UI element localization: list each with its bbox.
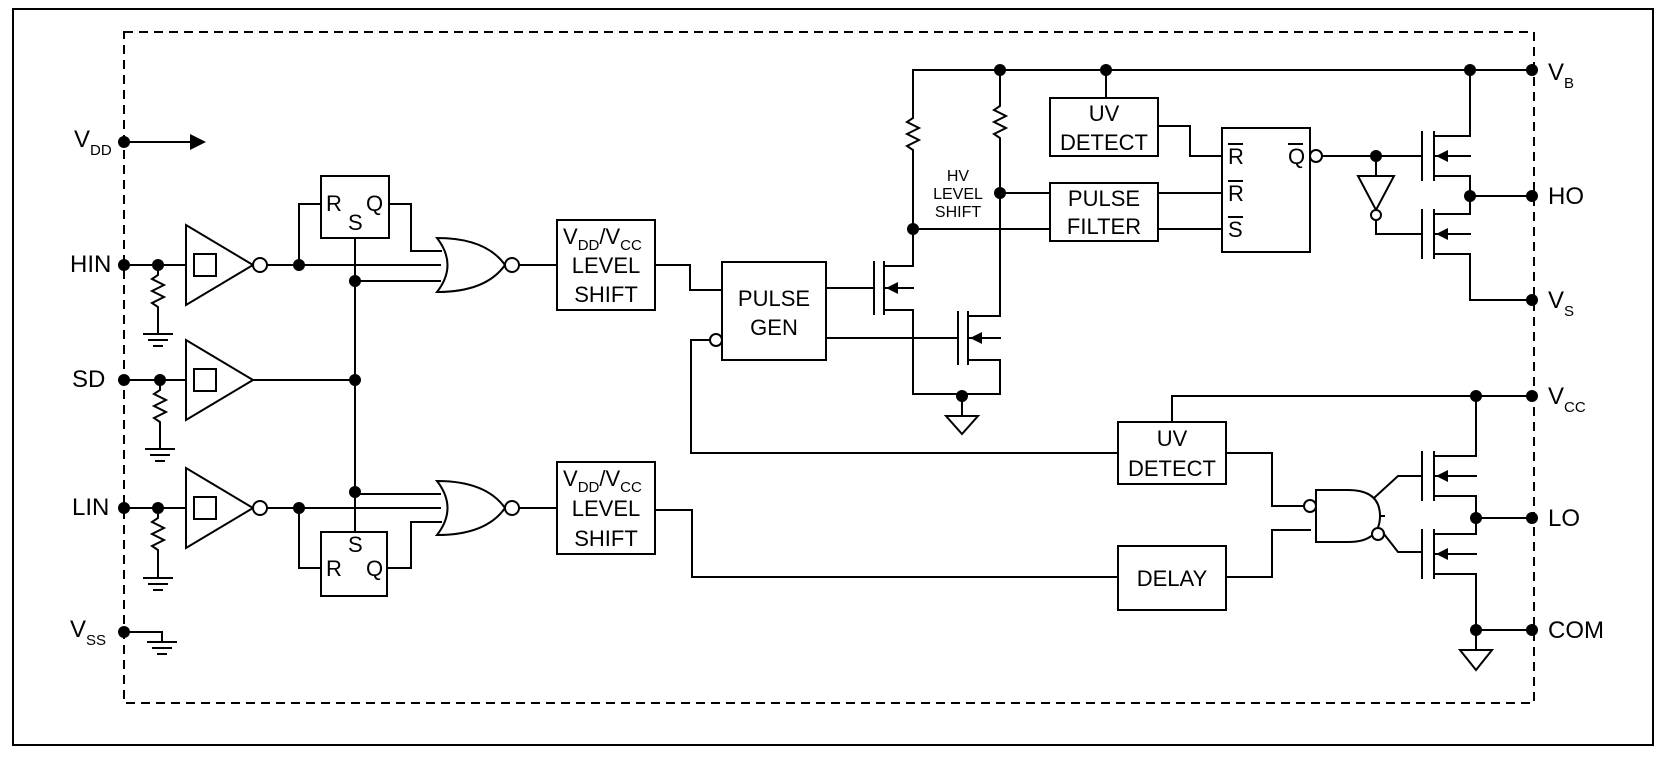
high-side-wires (266, 203, 442, 498)
vdd-pin-label: V (74, 126, 90, 153)
ls-bottom-line3: SHIFT (574, 526, 638, 551)
svg-text:VDD/VCC: VDD/VCC (563, 224, 642, 254)
ls-top-line2: LEVEL (572, 253, 641, 278)
vs-pin-subscript: S (1564, 303, 1574, 320)
uv-top-line2: DETECT (1060, 130, 1148, 155)
pulse-filter-line2: FILTER (1067, 214, 1141, 239)
com-pin-label: COM (1548, 617, 1604, 644)
right-pins: VB HO VS VCC LO COM (1526, 59, 1604, 644)
vss-pin-label: V (70, 616, 86, 643)
uv-detect-top: UV DETECT (1049, 64, 1223, 157)
chip-boundary (123, 31, 1535, 704)
svg-text:VCC: VCC (1548, 383, 1586, 416)
uv-bottom-line2: DETECT (1128, 456, 1216, 481)
ho-pin-label: HO (1548, 183, 1584, 210)
rs-bottom-s: S (348, 532, 363, 557)
nor-gate-bottom (434, 479, 558, 537)
ls-bottom-s1: DD (578, 479, 600, 496)
lo-pin-label: LO (1548, 505, 1580, 532)
sd-channel: SD (72, 338, 356, 462)
rs-bottom-r: R (326, 556, 342, 581)
latch-s: S (1228, 217, 1243, 242)
ls-top-slash: /V (599, 224, 620, 249)
pulse-filter-line1: PULSE (1068, 186, 1140, 211)
hv-ls-line1: HV (947, 168, 970, 185)
vcc-pin-subscript: CC (1564, 399, 1586, 416)
level-shift-top: VDD/VCC LEVEL SHIFT (556, 219, 723, 311)
vss-pin: VSS (70, 616, 177, 655)
figure-border (12, 8, 1654, 746)
ls-top-line3: SHIFT (574, 282, 638, 307)
vs-pin-label: V (1548, 287, 1564, 314)
pulse-gen-line1: PULSE (738, 286, 810, 311)
pulse-filter: PULSE FILTER (1049, 182, 1223, 242)
vdd-pin-subscript: DD (90, 142, 112, 159)
ls-top-v1: V (563, 224, 578, 249)
nor-gate-top (434, 236, 558, 294)
hin-channel: HIN (70, 223, 268, 347)
hin-pin-label: HIN (70, 251, 111, 278)
vdd-pin: VDD (74, 126, 206, 159)
lin-channel: LIN (72, 466, 268, 591)
svg-text:VDD/VCC: VDD/VCC (563, 466, 642, 496)
vss-pin-subscript: SS (86, 632, 106, 649)
hv-ls-line2: LEVEL (933, 186, 983, 203)
svg-text:VB: VB (1548, 59, 1574, 92)
ls-top-s1: DD (578, 237, 600, 254)
rs-latch-bottom: S R Q (320, 531, 388, 597)
ls-bottom-slash: /V (599, 466, 620, 491)
rs-top-q: Q (366, 191, 383, 216)
delay-block: DELAY (1117, 529, 1311, 611)
uv-detect-bottom: UV DETECT (1117, 395, 1533, 507)
vb-pin-subscript: B (1564, 75, 1574, 92)
rs-latch-top: R S Q (320, 175, 390, 239)
rs-top-s: S (348, 210, 363, 235)
svg-text:VS: VS (1548, 287, 1574, 320)
pulse-gen-block: PULSE GEN (690, 261, 1119, 454)
high-side-output-stage (1356, 64, 1533, 301)
vcc-pin-label: V (1548, 383, 1564, 410)
ls-bottom-s2: CC (620, 479, 642, 496)
vb-pin-label: V (1548, 59, 1564, 86)
svg-text:VDD: VDD (74, 126, 112, 159)
ls-top-s2: CC (620, 237, 642, 254)
latch-q: Q (1288, 144, 1305, 169)
output-latch: R R S Q (1221, 127, 1423, 253)
low-side-wires (266, 493, 442, 569)
pulse-gen-line2: GEN (750, 315, 798, 340)
delay-label: DELAY (1137, 566, 1208, 591)
level-shift-bottom: VDD/VCC LEVEL SHIFT (556, 461, 1119, 578)
ls-bottom-line2: LEVEL (572, 496, 641, 521)
svg-text:VSS: VSS (70, 616, 106, 649)
lin-pin-label: LIN (72, 494, 109, 521)
uv-bottom-line1: UV (1157, 426, 1188, 451)
hv-ls-line3: SHIFT (935, 204, 981, 221)
latch-r2: R (1228, 181, 1244, 206)
hv-level-shift: HV LEVEL SHIFT (873, 64, 1533, 436)
rs-bottom-q: Q (366, 556, 383, 581)
latch-r1: R (1228, 144, 1244, 169)
low-side-output-stage (1303, 390, 1533, 672)
rs-top-r: R (326, 191, 342, 216)
uv-top-line1: UV (1089, 101, 1120, 126)
ls-bottom-v1: V (563, 466, 578, 491)
sd-pin-label: SD (72, 366, 105, 393)
